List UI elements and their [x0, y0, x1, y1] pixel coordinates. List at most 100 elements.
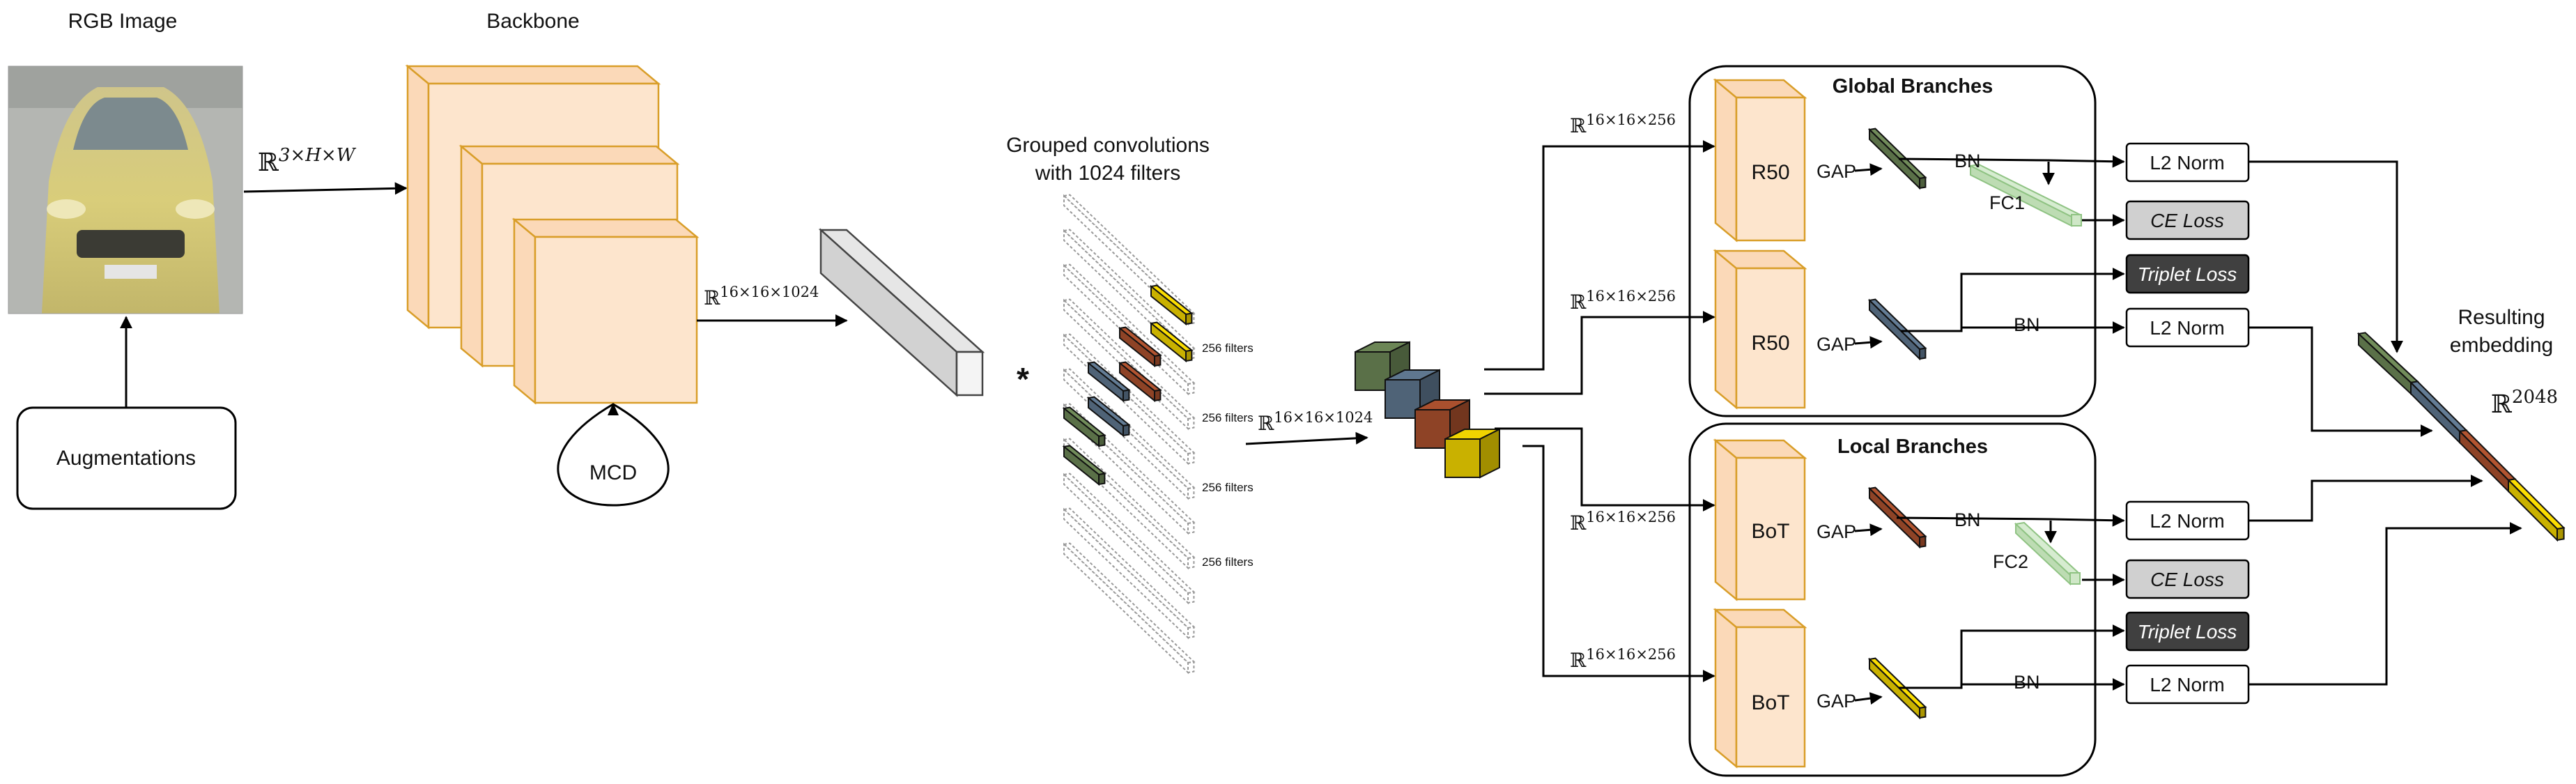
embedding-segment [2458, 429, 2517, 482]
branch-input-shape: ℝ16×16×256 [1570, 112, 1676, 137]
backbone-title: Backbone [486, 10, 579, 33]
ce-loss-box [2125, 200, 2250, 240]
edge-conv-to-output [1245, 431, 1368, 445]
embedding-segment [2357, 332, 2419, 384]
filter-yellow [1185, 312, 1193, 325]
result-title-2: embedding [2450, 334, 2553, 357]
local-branches-container [1688, 422, 2097, 777]
pooled-vectors [1867, 128, 1927, 720]
edge-image-to-backbone [243, 182, 408, 195]
l2-norm-label: L2 Norm [2150, 510, 2224, 532]
embedding-dim-label: ℝ2048 [2491, 387, 2558, 419]
fc2-vector [2014, 521, 2081, 586]
filter-outline [1062, 542, 1196, 664]
edge-out-to-global-2 [1484, 311, 1715, 395]
filter-count-label: 256 filters [1202, 555, 1254, 569]
triplet-loss-box [2125, 611, 2250, 652]
branch-input-shape: ℝ16×16×256 [1570, 646, 1676, 672]
grouped-conv-title-1: Grouped convolutions [1006, 134, 1210, 157]
edge-gap-to-vector [1854, 523, 1883, 537]
filter-count-label: 256 filters [1202, 481, 1254, 494]
embedding-segment [2358, 332, 2412, 396]
embedding-vector [2357, 332, 2566, 542]
filter-outline [1187, 556, 1195, 569]
edge-gap-to-vector [1854, 692, 1883, 705]
filter-slate [1123, 389, 1130, 402]
filter-outline [1187, 521, 1195, 535]
filter-stack [1062, 194, 1196, 675]
feature-tensor [818, 228, 985, 397]
bn-label: BN [2014, 672, 2040, 693]
result-title-1: Resulting [2458, 306, 2545, 329]
l2-norm-label: L2 Norm [2150, 152, 2224, 174]
filter-green [1098, 472, 1106, 486]
triplet-loss-box [2125, 254, 2250, 294]
embedding-segment [2556, 527, 2565, 541]
edge-norm-to-embedding [2249, 522, 2522, 686]
mcd-label: MCD [589, 461, 637, 484]
bn-label: BN [1954, 151, 1981, 171]
grouped-output-tensor [1355, 341, 1500, 479]
local-branch-1-block [1713, 438, 1807, 601]
global-branch-1-block [1713, 78, 1807, 243]
filter-outline [1187, 486, 1195, 500]
gap-label: GAP [1817, 334, 1856, 355]
l2-norm-label: L2 Norm [2150, 674, 2224, 695]
filter-outline [1187, 661, 1195, 674]
embedding-segment [2410, 381, 2460, 445]
filter-outline [1187, 452, 1195, 465]
pooled-vector-yellow [1867, 657, 1927, 709]
filter-outline [1187, 626, 1195, 639]
augmentations-label: Augmentations [56, 447, 196, 470]
car-image [8, 66, 243, 314]
gap-label: GAP [1817, 161, 1856, 182]
fc2-label: FC2 [1993, 551, 2028, 572]
mcd-arrowhead [608, 403, 619, 415]
edge-l2-to-triplet [1899, 624, 2125, 689]
backbone-out-shape: ℝ16×16×1024 [704, 284, 819, 309]
filter-outline [1187, 417, 1195, 430]
conv-operator: * [1017, 361, 1029, 397]
edge-l1-vector-to-norm [1896, 514, 2125, 527]
edge-out-to-local-1 [1495, 427, 1715, 512]
rgb-image-title: RGB Image [68, 10, 178, 33]
pooled-vector-slate [1869, 298, 1920, 361]
local-branches-title: Local Branches [1837, 436, 1988, 458]
filter-yellow [1185, 349, 1193, 362]
edge-gap-to-vector [1854, 163, 1883, 176]
conv-out-shape: ℝ16×16×1024 [1258, 409, 1373, 435]
pooled-vector-brown [1919, 535, 1927, 548]
global-branch-1-block-label: R50 [1751, 161, 1789, 184]
l2-norm-label: L2 Norm [2150, 317, 2224, 339]
embedding-segment [2409, 381, 2468, 433]
bn-label: BN [2014, 314, 2040, 335]
fc1-vector [1968, 163, 2082, 227]
bn-label: BN [1954, 509, 1981, 530]
backbone-stage-3 [511, 217, 700, 405]
gap-label: GAP [1817, 521, 1856, 542]
edge-out-to-global-1 [1484, 140, 1715, 371]
edge-g1-vector-to-norm [1898, 155, 2125, 168]
edge-norm-to-embedding [2249, 160, 2403, 353]
embedding-segment [2459, 429, 2509, 493]
edge-out-to-local-2 [1522, 445, 1715, 682]
filter-outline [1187, 591, 1195, 604]
ce-loss-box [2125, 559, 2250, 599]
output-cube-side [1479, 428, 1500, 479]
global-branch-2-block [1713, 249, 1807, 410]
global-branch-2-block-label: R50 [1751, 332, 1789, 355]
filter-green [1098, 434, 1106, 447]
ce-loss-label: CE Loss [2150, 210, 2224, 231]
pooled-vector-yellow [1919, 706, 1927, 719]
filter-outline [1187, 382, 1195, 395]
filter-brown [1154, 389, 1162, 402]
branch-input-shape: ℝ16×16×256 [1570, 509, 1676, 535]
local-branch-1-block-label: BoT [1751, 520, 1789, 543]
gap-label: GAP [1817, 691, 1856, 712]
filter-count-label: 256 filters [1202, 341, 1254, 355]
pooled-vector-green [1919, 176, 1927, 190]
filter-brown [1154, 354, 1162, 367]
embedding-segment [2506, 478, 2566, 530]
mcd-loop [557, 403, 670, 507]
input-shape-label: ℝ3×H×W [258, 145, 357, 177]
